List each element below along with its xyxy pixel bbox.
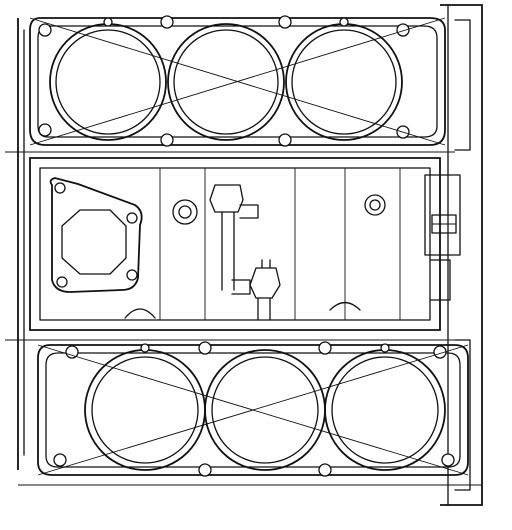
- upper-head-gasket: [29, 15, 446, 147]
- lower-tightening-sequence-lines: [37, 344, 469, 476]
- left-frame-rail: [17, 18, 25, 470]
- center-boss: [172, 194, 386, 225]
- upper-bolt-holes: [38, 15, 410, 147]
- valley-sensor-assembly: [209, 184, 281, 321]
- left-cover-plate: [49, 177, 143, 293]
- upper-tightening-sequence-lines: [29, 17, 446, 146]
- center-valley: [29, 157, 461, 331]
- valley-ribs: [159, 168, 401, 320]
- right-connector: [424, 174, 461, 301]
- lower-head-gasket: [37, 341, 469, 477]
- lower-bolt-holes: [53, 341, 455, 477]
